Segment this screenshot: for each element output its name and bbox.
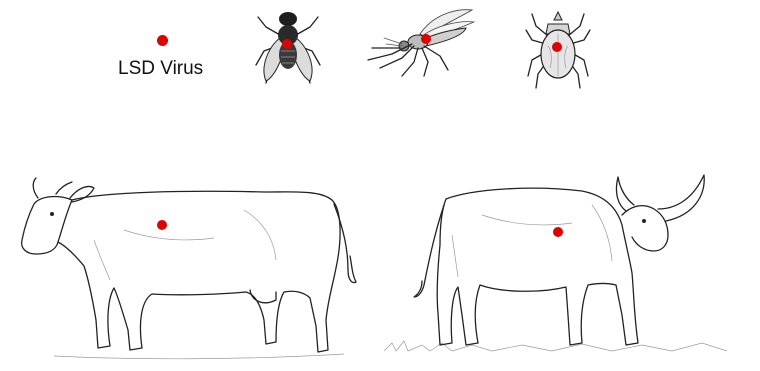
buffalo-grass [384, 341, 727, 351]
cow-horn-left [33, 178, 38, 198]
legend-virus-marker [157, 35, 168, 46]
cow-horn-right [56, 182, 72, 194]
tick-virus-marker [552, 42, 562, 52]
buffalo-horn-right [658, 175, 704, 221]
cow-ground-shadow [54, 354, 344, 359]
buffalo-head [622, 206, 668, 251]
tick-icon [524, 6, 592, 92]
tick-mouthparts [554, 12, 562, 20]
buffalo-horn-left [616, 177, 634, 211]
cow-eye [50, 212, 54, 216]
buffalo-outline [437, 188, 638, 345]
buffalo-eye [642, 219, 646, 223]
buffalo-icon [382, 165, 734, 360]
legend-label: LSD Virus [118, 58, 203, 80]
cow-outline [58, 191, 340, 352]
mosquito-icon [362, 4, 477, 79]
mosquito-virus-marker [421, 34, 431, 44]
fly-icon [252, 5, 324, 87]
fly-head [279, 12, 297, 26]
cow-tail [334, 204, 356, 283]
cow-virus-marker [157, 220, 167, 230]
cow-icon [14, 170, 364, 365]
fly-virus-marker [282, 39, 292, 49]
buffalo-virus-marker [553, 227, 563, 237]
